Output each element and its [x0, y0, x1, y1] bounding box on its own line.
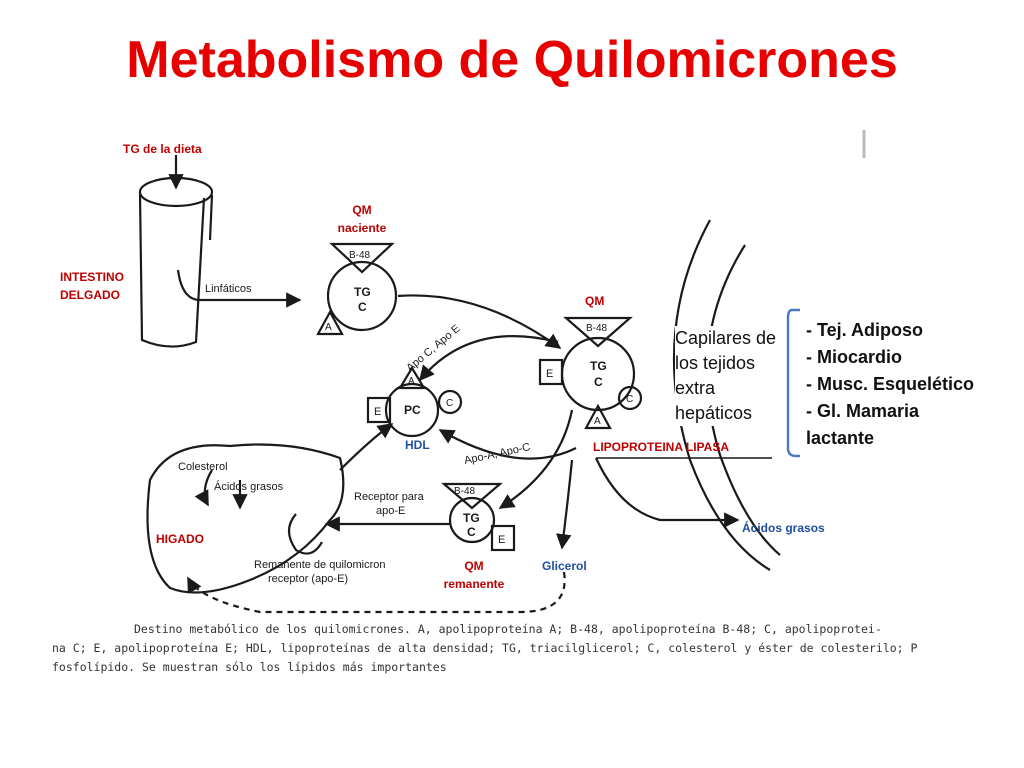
liver-drawing: [146, 443, 345, 594]
tissue-item-musc-esqueletico: - Musc. Esquelético: [806, 374, 975, 394]
capilares-line4: hepáticos: [675, 403, 753, 423]
page-title: Metabolismo de Quilomicrones: [126, 31, 898, 89]
c-text-naciente: C: [358, 300, 367, 314]
label-intestino-line1: INTESTINO: [60, 270, 125, 284]
label-lipoproteina-lipasa: LIPOPROTEINA LIPASA: [593, 440, 730, 454]
tissue-bracket: [786, 308, 800, 458]
tg-text-naciente: TG: [354, 285, 371, 299]
a-text-qm: A: [594, 416, 601, 427]
label-qm-remanente-line2: remanente: [443, 577, 505, 591]
arrow-liver-to-hdl: [339, 423, 394, 471]
remanente-text-line2: receptor (apo-E): [268, 573, 348, 585]
dashed-glicerol-to-liver: [187, 571, 566, 614]
c-text-remanente: C: [467, 525, 476, 539]
label-qm-naciente-line1: QM: [352, 203, 372, 217]
b48-text-qm: B-48: [586, 323, 608, 334]
label-qm-naciente: QM naciente: [326, 201, 398, 237]
receptor-text-line1: Receptor para: [354, 491, 425, 503]
arrow-qm-to-remanente: [498, 409, 574, 509]
e-text-hdl: E: [374, 406, 381, 418]
arrow-apo-c-e: [419, 335, 559, 382]
label-qm-remanente: QM remanente: [430, 557, 518, 593]
apo-a-apo-c-text: Apo-A, Apo-C: [463, 441, 531, 467]
tissue-item-miocardio: - Miocardio: [806, 347, 903, 367]
pc-text: PC: [404, 403, 421, 417]
arrow-apo-a-c: [438, 429, 577, 460]
label-hdl: HDL: [405, 438, 430, 452]
label-intestino-line2: DELGADO: [60, 288, 120, 302]
label-intestino: INTESTINO DELGADO: [60, 268, 124, 304]
qm-remanente-drawing: [441, 482, 516, 552]
a-text-hdl: A: [408, 376, 415, 387]
caption-line3: fosfolípido. Se muestran sólo los lípido…: [52, 660, 447, 674]
qm-naciente-drawing: [316, 242, 398, 336]
e-text-qm: E: [546, 368, 553, 380]
figure-caption: Destino metabólico de los quilomicrones.…: [52, 620, 918, 677]
c-text-qm: C: [594, 375, 603, 389]
label-qm: QM: [585, 294, 605, 308]
label-higado: HIGADO: [156, 532, 204, 546]
label-qm-remanente-line1: QM: [464, 559, 484, 573]
label-glicerol: Glicerol: [542, 559, 587, 573]
tissue-list: - Tej. Adiposo - Miocardio - Musc. Esque…: [806, 317, 974, 452]
tissue-item-lactante: lactante: [806, 428, 875, 448]
capilares-line1: Capilares de: [675, 328, 777, 348]
c-badge-qm: C: [626, 394, 633, 405]
intestine-drawing: [138, 155, 302, 348]
hdl-drawing: [366, 365, 463, 438]
remanente-text-line1: Remanente de quilomicron: [254, 559, 385, 571]
capilares-line2: los tejidos: [675, 353, 756, 373]
caption-line1: Destino metabólico de los quilomicrones.…: [134, 622, 882, 636]
receptor-text-line2: apo-E: [376, 505, 405, 517]
a-text-naciente: A: [325, 322, 332, 333]
tg-text-qm: TG: [590, 359, 607, 373]
caption-line2: na C; E, apolipoproteína E; HDL, lipopro…: [52, 641, 918, 655]
arrow-acidos-grasos: [595, 457, 740, 528]
tissue-item-adiposo: - Tej. Adiposo: [806, 320, 923, 340]
e-text-remanente: E: [498, 534, 505, 546]
linfaticos-text: Linfáticos: [205, 283, 252, 295]
tissue-item-gl-mamaria: - Gl. Mamaria: [806, 401, 920, 421]
colesterol-text: Colesterol: [178, 461, 228, 473]
b48-text-naciente: B-48: [349, 250, 371, 261]
label-acidos-grasos: Ácidos grasos: [742, 521, 825, 535]
tg-text-remanente: TG: [463, 511, 480, 525]
arrow-naciente-to-qm: [397, 294, 562, 349]
capilares-text: Capilares de los tejidos extra hepáticos: [675, 326, 777, 426]
c-badge-hdl: C: [446, 398, 453, 409]
b48-text-remanente: B-48: [454, 486, 476, 497]
capilares-line3: extra: [675, 378, 716, 398]
arrow-glicerol: [556, 459, 574, 550]
label-tg-dieta: TG de la dieta: [123, 142, 202, 156]
acidos-grasos-fig-text: Ácidos grasos: [214, 480, 284, 493]
label-qm-naciente-line2: naciente: [337, 221, 387, 235]
capillary-wall: [672, 219, 781, 571]
qm-drawing: [538, 316, 643, 430]
